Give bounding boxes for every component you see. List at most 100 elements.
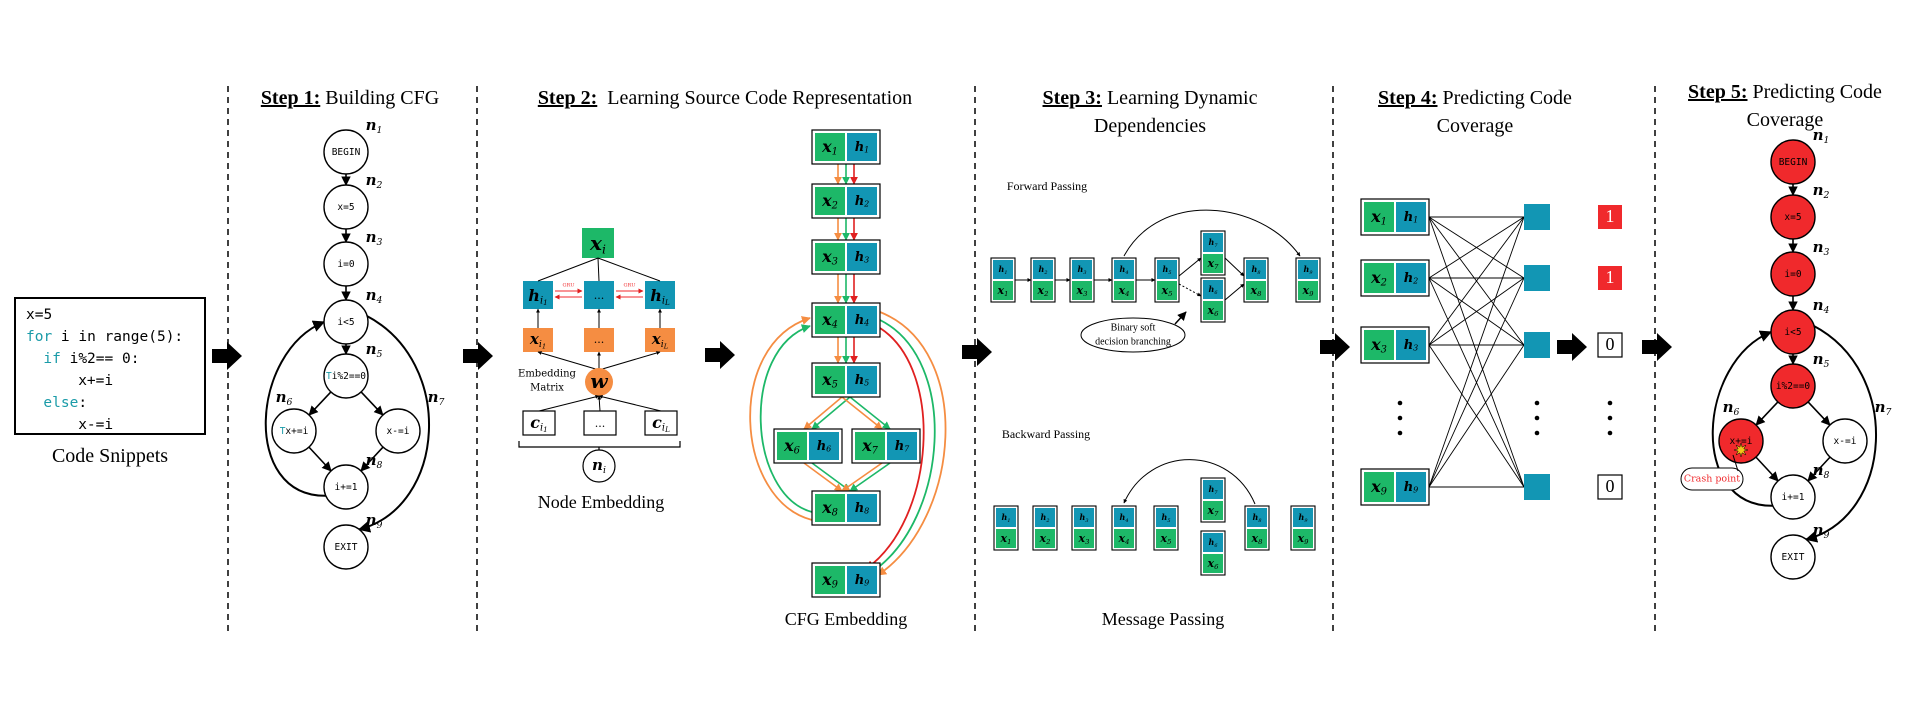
- code-text: :: [78, 395, 88, 411]
- h-node-box: [1203, 233, 1223, 252]
- h-node-box: [1293, 508, 1313, 527]
- ellipsis-dot: [1397, 400, 1403, 406]
- x-node-box: [996, 529, 1016, 548]
- ellipsis-dot: [1534, 415, 1540, 421]
- forward-edge-dashed: [1178, 283, 1202, 297]
- code-line: x-=i: [26, 414, 204, 436]
- coverage-output-box: [1598, 205, 1622, 229]
- h-node-box: [1072, 260, 1092, 279]
- forward-skip-edge: [1123, 209, 1301, 257]
- cfg-node-index: n4: [366, 286, 383, 306]
- x-embed-box: [645, 328, 675, 352]
- cfg-node-n3: [323, 241, 369, 287]
- cfg-node-label: i=0: [337, 259, 354, 270]
- stack-bottom-label: x5: [1161, 284, 1173, 298]
- backward-passing-label: Backward Passing: [1002, 427, 1090, 441]
- stack-bottom-label: x3: [1076, 284, 1088, 298]
- cfg-node-index: n7: [1875, 398, 1892, 418]
- cfg-node-label: Tx+=i: [280, 426, 309, 437]
- h-node-box: [1396, 263, 1426, 293]
- h-node-label: h2: [1404, 271, 1419, 286]
- h-node-box: [1156, 508, 1176, 527]
- code-line: x=5: [26, 304, 204, 326]
- h-node-box: [1396, 202, 1426, 232]
- ellipsis-dot: [1534, 430, 1540, 436]
- step2-title: Step 2: Learning Source Code Representat…: [537, 87, 913, 109]
- stack-top-label: h5: [1162, 512, 1171, 524]
- stack-bottom-label: x8: [1250, 284, 1263, 298]
- x-node-label: x8: [821, 498, 838, 518]
- x-node-label: x2: [1370, 268, 1387, 288]
- exit-edge-red: [865, 327, 925, 570]
- h-to-x-edge: [597, 257, 600, 282]
- cfg-node-label: i%2==0: [1776, 381, 1811, 392]
- cfg-node-index: n8: [366, 451, 383, 471]
- step5-cfg-graph: BEGINn1x=5n2i=0n3i<5n4i%2==0n5x+=in6x-=i…: [1680, 126, 1892, 580]
- h-to-x-edge: [597, 257, 661, 282]
- flow-arrow: [962, 338, 992, 366]
- cfg-node-label: i<5: [1784, 327, 1801, 338]
- x-node-label: x2: [821, 191, 838, 211]
- h-node-label: h7: [895, 439, 910, 454]
- output-neuron: [1524, 332, 1550, 358]
- dense-connection: [1428, 216, 1525, 279]
- stack-bottom-label: x4: [1118, 284, 1130, 298]
- stack-bottom-label: x3: [1078, 532, 1090, 546]
- cfg-node-n5: [323, 353, 369, 399]
- code-keyword: else: [43, 395, 79, 411]
- h-node-box: [1033, 260, 1053, 279]
- dots-label: ...: [594, 333, 605, 346]
- cfg-embedding-caption: CFG Embedding: [785, 609, 908, 629]
- h-node-label: h1: [855, 140, 870, 155]
- cfg-node-index: n1: [366, 116, 383, 136]
- h-node-box: [1035, 508, 1055, 527]
- cfg-exit-edge: [358, 314, 431, 533]
- x-node-box: [815, 494, 845, 522]
- cfg-node-index: n9: [1813, 521, 1830, 541]
- message-passing-caption: Message Passing: [1102, 609, 1225, 629]
- dense-connection: [1428, 277, 1525, 346]
- x-i-output-box: [582, 228, 614, 258]
- code-text: x-=i: [78, 417, 114, 433]
- x-node-box: [1114, 281, 1134, 300]
- step5-title: Step 5: Predicting Code Coverage: [1688, 81, 1882, 131]
- cfg-node-index: n5: [1813, 350, 1830, 370]
- code-line: if i%2== 0:: [26, 348, 204, 370]
- cfg-loop-edge: [1711, 330, 1774, 507]
- code-text: x=5: [26, 307, 53, 323]
- embedding-matrix-label: Matrix: [530, 383, 564, 394]
- x-node-label: x1: [821, 137, 838, 157]
- x-node-box: [1114, 529, 1134, 548]
- cfg-node-label: BEGIN: [1779, 157, 1808, 168]
- cfg-node-n1: [323, 129, 369, 175]
- cfg-edge: [1755, 401, 1779, 426]
- h-node-box: [1074, 508, 1094, 527]
- stack-top-label: h3: [1078, 264, 1087, 276]
- cfg-node-label: BEGIN: [332, 147, 361, 158]
- message-passing-diagram: Forward Passingh1x1h2x2h3x3h4x4h5x5h7x7h…: [990, 179, 1321, 629]
- branch-edge: [803, 462, 843, 492]
- cfg-node-index: n2: [1813, 181, 1830, 201]
- x-node-box: [1293, 529, 1313, 548]
- ellipsis-dot: [1534, 400, 1540, 406]
- stack-top-label: h7: [1209, 484, 1219, 496]
- x-node-box: [815, 133, 845, 161]
- h-node-box: [847, 366, 877, 394]
- ellipsis-dot: [1607, 400, 1613, 406]
- h-node-label: h3: [1404, 338, 1419, 353]
- x-i-output-label: xi: [589, 231, 606, 257]
- x-node-box: [815, 306, 845, 334]
- step-separators: [227, 86, 1656, 635]
- stack-top-label: h4: [1120, 512, 1129, 524]
- cfg-node-label: i+=1: [1782, 492, 1805, 503]
- dense-connection: [1428, 216, 1525, 488]
- stack-bottom-label: x9: [1302, 284, 1315, 298]
- cfg-loop-edge: [264, 320, 327, 497]
- x-node-box: [1203, 554, 1223, 573]
- code-line: x+=i: [26, 370, 204, 392]
- stack-top-label: h4: [1120, 264, 1129, 276]
- branch-edge: [803, 396, 843, 430]
- h-node-box: [993, 260, 1013, 279]
- x-node-box: [1074, 529, 1094, 548]
